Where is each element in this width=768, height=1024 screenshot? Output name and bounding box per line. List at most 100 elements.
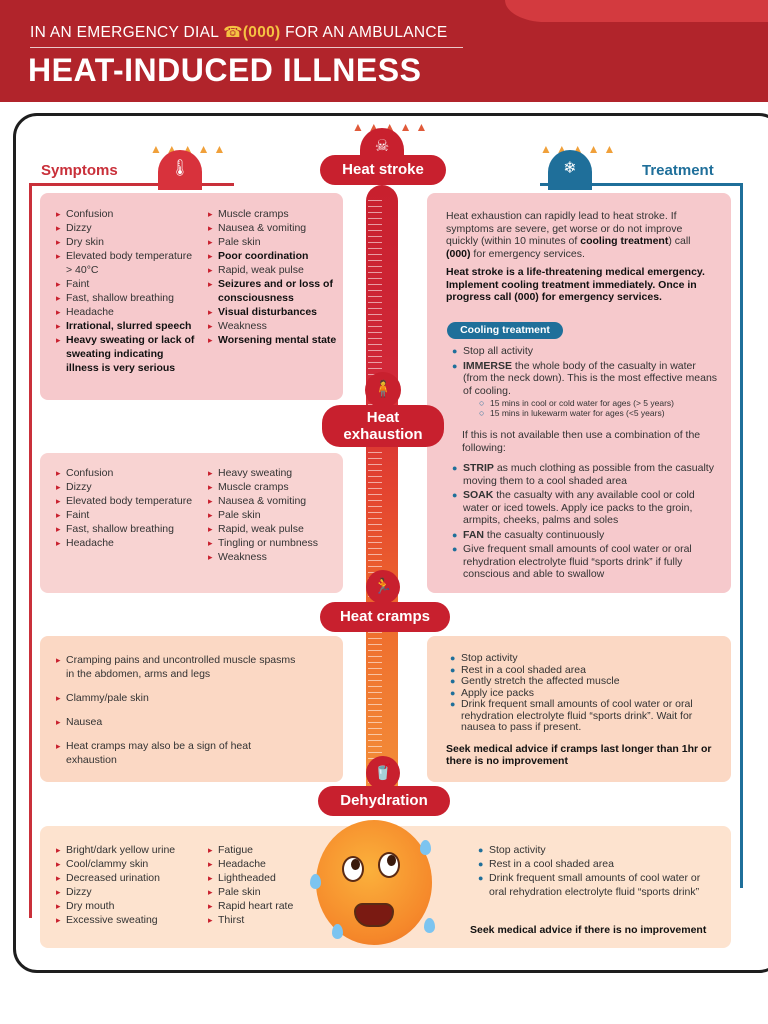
treatment-step: Apply ice packs	[450, 687, 725, 700]
symptom-item: Dizzy	[56, 221, 196, 235]
symptom-item: Faint	[56, 508, 196, 522]
symptom-item: Seizures and or loss of consciousness	[208, 277, 338, 305]
intro-bold-number: (000)	[446, 247, 471, 260]
strip-text: as much clothing as possible from the ca…	[463, 462, 714, 487]
dehydration-symptoms-col1: Bright/dark yellow urineCool/clammy skin…	[56, 843, 196, 927]
symptom-item: Pale skin	[208, 885, 318, 899]
heat-cramps-symptoms-list: Cramping pains and uncontrolled muscle s…	[56, 653, 296, 777]
sweat-drop	[332, 924, 343, 939]
emergency-prefix: IN AN EMERGENCY DIAL	[30, 24, 219, 41]
intro-bold-cooling: cooling treatment	[580, 235, 669, 247]
step-soak: SOAK the casualty with any available coo…	[452, 489, 722, 527]
symptom-item: Thirst	[208, 913, 318, 927]
soak-text: the casualty with any available cool or …	[463, 489, 695, 526]
treatment-step: Stop activity	[478, 843, 708, 857]
symptom-item: Cool/clammy skin	[56, 857, 196, 871]
symptom-item: Elevated body temperature	[56, 494, 196, 508]
strip-keyword: STRIP	[463, 462, 494, 474]
symptom-item: Confusion	[56, 466, 196, 480]
fainting-person-icon: 🧍	[365, 372, 401, 408]
symptom-item: Rapid, weak pulse	[208, 263, 338, 277]
emergency-suffix: FOR AN AMBULANCE	[285, 24, 448, 41]
symptom-item: Heavy sweating or lack of sweating indic…	[56, 333, 196, 375]
symptom-item: Tingling or numbness	[208, 536, 338, 550]
symptom-item: Worsening mental state	[208, 333, 338, 347]
symptom-item: Dry skin	[56, 235, 196, 249]
treatment-step: Gently stretch the affected muscle	[450, 675, 725, 688]
symptom-item: Pale skin	[208, 235, 338, 249]
heat-cramps-symptoms-panel: Cramping pains and uncontrolled muscle s…	[40, 636, 343, 782]
treatment-intro: Heat exhaustion can rapidly lead to heat…	[446, 210, 716, 260]
heat-exhaustion-symptoms-col1: ConfusionDizzyElevated body temperatureF…	[56, 466, 196, 550]
symptom-item: Fast, shallow breathing	[56, 291, 196, 305]
symptom-item: Nausea & vomiting	[208, 494, 338, 508]
symptom-item: Heavy sweating	[208, 466, 338, 480]
symptom-item: Muscle cramps	[208, 207, 338, 221]
banner-swoosh	[505, 0, 768, 22]
emergency-line: IN AN EMERGENCY DIAL ☎(000) FOR AN AMBUL…	[30, 23, 448, 42]
treatment-step: Stop activity	[450, 652, 725, 665]
heat-stroke-warning: Heat stroke is a life-threatening medica…	[446, 266, 705, 303]
substep-lukewarm-water: 15 mins in lukewarm water for ages (<5 y…	[479, 408, 719, 418]
page-title: HEAT-INDUCED ILLNESS	[28, 52, 422, 88]
alternative-note: If this is not available then use a comb…	[462, 429, 701, 454]
header-banner: IN AN EMERGENCY DIAL ☎(000) FOR AN AMBUL…	[0, 0, 768, 102]
symptom-item: Heat cramps may also be a sign of heat e…	[56, 739, 296, 767]
treatment-heading: Treatment	[642, 162, 714, 179]
immerse-substeps: 15 mins in cool or cold water for ages (…	[479, 398, 719, 418]
step-fan: FAN the casualty continuously	[452, 529, 722, 542]
cramping-person-icon: 🏃	[366, 570, 400, 604]
substep-cool-water: 15 mins in cool or cold water for ages (…	[479, 398, 719, 408]
symptom-item: Visual disturbances	[208, 305, 338, 319]
stage-heat-stroke: Heat stroke	[320, 155, 446, 185]
symptom-item: Weakness	[208, 550, 338, 564]
symptom-item: Elevated body temperature > 40°C	[56, 249, 196, 277]
symptom-item: Clammy/pale skin	[56, 691, 296, 705]
symptom-item: Headache	[56, 305, 196, 319]
drink-icon: 🥤	[366, 756, 400, 790]
face-left-eye	[342, 856, 364, 882]
step-strip: STRIP as much clothing as possible from …	[452, 462, 722, 487]
cramps-medical-advice: Seek medical advice if cramps last longe…	[446, 743, 712, 767]
heat-exhaustion-symptoms-col2: Heavy sweatingMuscle crampsNausea & vomi…	[208, 466, 338, 564]
symptom-item: Fast, shallow breathing	[56, 522, 196, 536]
symptom-item: Faint	[56, 277, 196, 291]
symptom-item: Pale skin	[208, 508, 338, 522]
symptom-item: Nausea & vomiting	[208, 221, 338, 235]
symptom-item: Nausea	[56, 715, 296, 729]
symptom-item: Bright/dark yellow urine	[56, 843, 196, 857]
heat-exhaustion-symptoms-panel: ConfusionDizzyElevated body temperatureF…	[40, 453, 343, 593]
stage-heat-exhaustion: Heat exhaustion	[322, 405, 444, 447]
symptom-item: Poor coordination	[208, 249, 338, 263]
symptom-item: Muscle cramps	[208, 480, 338, 494]
stage-heat-exhaustion-line2: exhaustion	[343, 426, 423, 443]
heat-stroke-symptoms-col1: ConfusionDizzyDry skinElevated body temp…	[56, 207, 196, 375]
immerse-keyword: IMMERSE	[463, 359, 513, 372]
step-stop: Stop all activity	[452, 345, 722, 358]
intro-text-c: ) call	[668, 235, 691, 247]
symptom-item: Headache	[208, 857, 318, 871]
intro-text-e: for emergency services.	[470, 247, 585, 260]
symptom-item: Confusion	[56, 207, 196, 221]
treatment-side-line	[740, 183, 743, 888]
intro-text-a: Heat exhaustion can rapidly lead to heat…	[446, 210, 683, 247]
symptom-item: Lightheaded	[208, 871, 318, 885]
treatment-step: Rest in a cool shaded area	[478, 857, 708, 871]
step-immerse: IMMERSE the whole body of the casualty i…	[452, 360, 722, 398]
symptom-item: Dizzy	[56, 885, 196, 899]
treatment-step: Drink frequent small amounts of cool wat…	[478, 871, 708, 899]
emergency-number: ☎(000)	[223, 24, 281, 41]
fan-keyword: FAN	[463, 528, 484, 541]
symptom-item: Weakness	[208, 319, 338, 333]
symptom-item: Excessive sweating	[56, 913, 196, 927]
thermometer-ticks	[368, 200, 382, 790]
symptoms-side-line	[29, 183, 32, 918]
sweat-drop	[420, 840, 431, 855]
stage-dehydration: Dehydration	[318, 786, 450, 816]
symptom-item: Cramping pains and uncontrolled muscle s…	[56, 653, 296, 681]
symptom-item: Rapid heart rate	[208, 899, 318, 913]
treatment-step: Rest in a cool shaded area	[450, 664, 725, 677]
heat-stroke-symptoms-col2: Muscle crampsNausea & vomitingPale skinP…	[208, 207, 338, 347]
sweat-drop	[310, 874, 321, 889]
dehydration-treatment-list: Stop activityRest in a cool shaded areaD…	[478, 843, 708, 899]
